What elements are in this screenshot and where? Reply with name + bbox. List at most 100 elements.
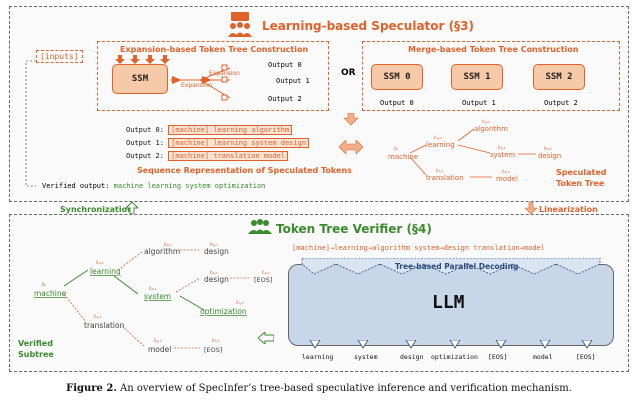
spec-node-t11: translation	[426, 174, 464, 182]
vt-node-t21-sub: t₂,₁	[149, 286, 157, 292]
vt-node-t30b: design	[204, 275, 229, 284]
out-token-2: design	[400, 353, 424, 361]
spec-node-t10-sub: t₁,₀	[434, 135, 442, 141]
linearization-label: Linearization	[539, 205, 598, 214]
speculated-token-tree: t₀ machine t₁,₀ learning t₁,₁ translatio…	[388, 119, 607, 188]
expansion-box	[97, 41, 329, 111]
verified-subtree-title-2: Subtree	[18, 350, 54, 359]
spec-node-t22: model	[496, 175, 518, 183]
verifier-sequence: [machine]→learning→algorithm system→desi…	[292, 244, 545, 252]
spec-node-t20-sub: t₂,₀	[482, 119, 490, 125]
vt-node-t33: [EOS]	[204, 346, 222, 354]
merge-title: Merge-based Token Tree Construction	[408, 45, 579, 54]
spec-node-t30: design	[538, 152, 561, 160]
spec-node-t22-sub: t₂,₂	[502, 169, 510, 175]
or-label: OR	[341, 68, 356, 78]
verified-subtree: t₀ machine t₁,₀ learning t₁,₁ translatio…	[18, 242, 272, 359]
seq-token-4: design	[443, 244, 470, 252]
vt-node-t30a-sub: t₃,₀	[210, 242, 218, 248]
vt-node-t10: learning	[90, 267, 121, 276]
vt-node-t20-sub: t₂,₀	[164, 242, 172, 248]
out-token-4: [EOS]	[488, 353, 508, 361]
llm-label: LLM	[432, 292, 465, 313]
sequence-title: Sequence Representation of Speculated To…	[137, 166, 352, 175]
figure-caption: Figure 2. An overview of SpecInfer’s tre…	[66, 383, 572, 394]
people-group-icon	[228, 12, 252, 37]
vt-node-t11-sub: t₁,₁	[94, 314, 102, 320]
vt-node-t30a: design	[204, 247, 229, 256]
sequence-row-0: Output 0: [machine] learning algorithm	[126, 125, 293, 135]
speculated-tree-title-2: Token Tree	[556, 179, 605, 188]
merge-box	[362, 41, 620, 111]
verified-subtree-title-1: Verified	[18, 339, 53, 348]
bidirectional-arrow-icon	[339, 140, 363, 154]
expansion-tree	[170, 64, 231, 101]
llm-input-notches	[301, 258, 601, 275]
expansion-output-1: Output 1	[276, 77, 310, 85]
vt-node-t0: machine	[34, 289, 67, 298]
out-token-6: [EOS]	[576, 353, 596, 361]
vt-node-t33-sub: t₃,₃	[212, 338, 220, 344]
seq-token-1: learning	[334, 244, 368, 252]
verifier-people-icon	[248, 219, 272, 234]
merge-output-0: Output 0	[380, 99, 414, 107]
vt-node-t30b-sub: t₃,₀	[210, 270, 218, 276]
expansion-title: Expansion-based Token Tree Construction	[120, 45, 309, 54]
expansion-output-0: Output 0	[268, 61, 302, 69]
feedback-connector	[25, 60, 36, 187]
spec-node-t20: algorithm	[474, 125, 508, 133]
verifier-title: Token Tree Verifier (§4)	[276, 222, 432, 236]
linearization-down-arrow-icon	[525, 202, 537, 214]
ssm-1-block: SSM 1	[451, 64, 503, 90]
sync-up-arrow-icon	[126, 202, 138, 214]
merge-output-1: Output 1	[462, 99, 496, 107]
sequence-row-1: Output 1: [machine] learning system desi…	[126, 138, 310, 148]
ssm-input-arrows	[115, 55, 170, 64]
vt-node-t40-sub: t₄,₀	[262, 270, 270, 276]
vt-node-t21: system	[144, 292, 171, 301]
vt-node-t22-sub: t₂,₂	[154, 338, 162, 344]
vt-node-t32: optimization	[200, 307, 247, 316]
llm-block	[288, 264, 614, 346]
speculator-panel	[9, 6, 629, 202]
seq-token-2: algorithm	[372, 244, 411, 252]
llm-output-arrows	[309, 340, 593, 349]
speculator-title: Learning-based Speculator (§3)	[262, 19, 474, 33]
out-token-0: learning	[302, 353, 334, 361]
synchronization-label: Synchronization	[60, 205, 133, 214]
vt-node-t10-sub: t₁,₀	[96, 260, 104, 266]
spec-node-t10: learning	[426, 141, 455, 149]
verified-output-line: Verified output: machine learning system…	[42, 182, 266, 190]
spec-node-t21-sub: t₂,₁	[498, 145, 506, 151]
seq-token-6: model	[523, 244, 545, 252]
spec-node-t21: system	[490, 151, 515, 159]
inputs-label: [inputs]	[36, 50, 83, 63]
expansion-output-2: Output 2	[268, 95, 302, 103]
sequence-row-2: Output 2: [machine] translation model	[126, 151, 288, 161]
seq-token-5: translation	[473, 244, 520, 252]
ssm-0-block: SSM 0	[371, 64, 423, 90]
expansion-label-1: Expansion	[181, 82, 212, 89]
vt-node-t40: [EOS]	[254, 276, 272, 284]
vt-node-t22: model	[148, 345, 171, 354]
spec-node-t11-sub: t₁,₁	[436, 168, 444, 174]
seq-token-0: [machine]	[292, 244, 330, 252]
spec-node-t30-sub: t₃,₀	[544, 146, 552, 152]
speculated-tree-title-1: Speculated	[556, 168, 607, 177]
down-arrow-icon	[344, 113, 358, 125]
vt-node-t11: translation	[84, 321, 125, 330]
ssm-block: SSM	[112, 64, 168, 94]
left-arrow-icon	[258, 332, 274, 344]
out-token-1: system	[354, 353, 378, 361]
vt-node-t20: algorithm	[144, 247, 180, 256]
ssm-2-block: SSM 2	[533, 64, 585, 90]
vt-node-t32-sub: t₃,₂	[236, 300, 244, 306]
vt-node-t0-sub: t₀	[42, 282, 46, 288]
merge-output-2: Output 2	[544, 99, 578, 107]
spec-node-t0-sub: t₀	[394, 146, 398, 152]
decoding-label: Tree-based Parallel Decoding	[395, 262, 519, 271]
expansion-label-2: Expansion	[209, 70, 240, 77]
out-token-3: optimization	[431, 353, 478, 361]
seq-token-3: system	[414, 244, 440, 252]
spec-node-t0: machine	[388, 153, 418, 161]
